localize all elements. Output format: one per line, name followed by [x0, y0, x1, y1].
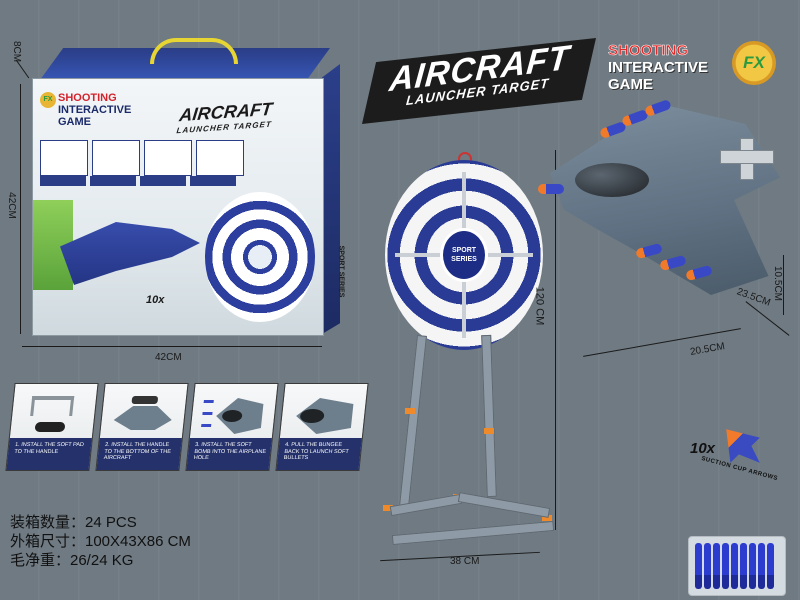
step-panel-3: 3. INSTALL THE SOFT BOMB INTO THE AIRPLA…	[185, 383, 279, 471]
target-height-line	[555, 150, 556, 530]
box-depth-label: 8CM	[11, 40, 23, 63]
dart-front	[538, 184, 564, 194]
box-shooting-label: SHOOTING INTERACTIVE GAME	[58, 92, 131, 128]
pack-dart	[722, 543, 729, 589]
step-2-text: 2. INSTALL THE HANDLE TO THE BOTTOM OF T…	[96, 438, 182, 470]
pack-dart	[749, 543, 756, 589]
box-target-graphic	[205, 192, 315, 322]
box-step-thumb	[40, 140, 88, 176]
target-center-line2: SERIES	[451, 256, 477, 263]
target-height-label: 120 CM	[533, 286, 546, 326]
target-base-label: 38 CM	[450, 556, 480, 567]
box-step-caption	[190, 176, 236, 186]
box-shooting-line3: GAME	[58, 116, 91, 128]
box-step-caption	[140, 176, 186, 186]
step-1-text: 1. INSTALL THE SOFT PAD TO THE HANDLE	[6, 438, 92, 470]
pack-dart	[704, 543, 711, 589]
plane-height-line	[783, 255, 784, 315]
step-4-illustration	[296, 398, 354, 434]
spec-weight: 毛净重：26/24 KG	[10, 552, 134, 569]
box-width-label: 42CM	[155, 352, 182, 363]
shooting-line1: SHOOTING	[608, 42, 689, 60]
box-shooting-line1: SHOOTING	[58, 92, 117, 104]
stand-joint	[383, 505, 393, 511]
step-3-illustration	[201, 398, 264, 434]
box-side-face	[322, 64, 340, 334]
box-step-thumb	[144, 140, 192, 176]
stand-pole-left	[399, 334, 427, 508]
box-side-text: SPORT SERIES	[337, 245, 345, 298]
box-10x-badge: 10x	[146, 294, 165, 306]
step-panel-2: 2. INSTALL THE HANDLE TO THE BOTTOM OF T…	[95, 383, 189, 471]
step-panel-1: 1. INSTALL THE SOFT PAD TO THE HANDLE	[5, 383, 99, 471]
badge-subtitle: SUCTION CUP ARROWS	[700, 455, 779, 483]
step-panel-4: 4. PULL THE BUNGEE BACK TO LAUNCH SOFT B…	[275, 383, 369, 471]
badge-count: 10x	[690, 440, 716, 457]
spec-quantity: 装箱数量：24 PCS	[10, 514, 137, 531]
box-step-thumb	[196, 140, 244, 176]
stand-joint	[405, 408, 415, 414]
shooting-game-label: SHOOTING INTERACTIVE GAME	[608, 42, 708, 93]
pack-dart	[758, 543, 765, 589]
box-step-caption	[90, 176, 136, 186]
plane-length-label: 20.5CM	[689, 341, 726, 358]
pack-dart	[713, 543, 720, 589]
stand-base-back	[457, 492, 551, 518]
pack-dart	[767, 543, 774, 589]
stand-base-front	[391, 520, 555, 546]
step-4-text: 4. PULL THE BUNGEE BACK TO LAUNCH SOFT B…	[276, 438, 362, 470]
stand-joint	[542, 515, 552, 521]
shooting-line2: INTERACTIVE	[608, 59, 709, 76]
box-shooting-line2: INTERACTIVE	[58, 104, 132, 116]
fx-brand-logo: FX	[732, 41, 776, 85]
step-3-text: 3. INSTALL THE SOFT BOMB INTO THE AIRPLA…	[186, 438, 272, 470]
target-center-line1: SPORT	[451, 247, 477, 254]
shooting-line3: GAME	[608, 76, 653, 93]
pack-dart	[740, 543, 747, 589]
spec-carton-size: 外箱尺寸：100X43X86 CM	[10, 533, 191, 550]
stand-pole-right	[481, 334, 497, 498]
box-step-thumbnails	[40, 140, 244, 176]
box-height-label: 42CM	[5, 192, 17, 219]
box-step-captions	[40, 176, 236, 186]
plane-width-label: 23.5CM	[735, 286, 772, 309]
step-2-illustration	[113, 396, 172, 430]
box-fx-logo: FX	[40, 92, 56, 108]
step-1-illustration	[30, 396, 75, 432]
box-height-line	[20, 84, 21, 334]
target-center: SPORT SERIES	[440, 228, 488, 282]
plane-cockpit	[575, 163, 649, 197]
box-step-caption	[40, 176, 86, 186]
box-step-thumb	[92, 140, 140, 176]
box-carry-handle	[150, 38, 238, 64]
box-width-line	[22, 346, 322, 347]
arrows-icon	[726, 429, 760, 463]
pack-dart	[695, 543, 702, 589]
packing-specs: 装箱数量：24 PCS 外箱尺寸：100X43X86 CM 毛净重：26/24 …	[10, 513, 191, 570]
dart-pack	[688, 536, 786, 596]
plane-height-label: 10.5CM	[772, 265, 784, 302]
pack-dart	[731, 543, 738, 589]
stand-joint	[484, 428, 494, 434]
plane-handle	[720, 150, 774, 164]
box-depth-line	[15, 59, 30, 79]
